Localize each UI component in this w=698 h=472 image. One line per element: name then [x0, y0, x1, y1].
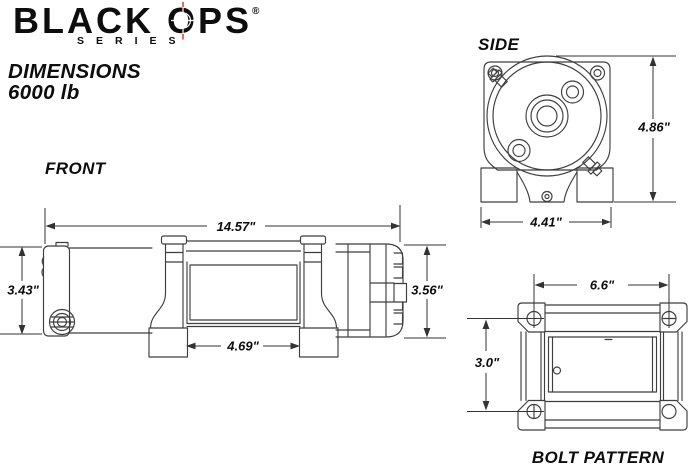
dim-gear-height: 3.56" — [411, 283, 443, 298]
bolt-pattern-dimensions: 6.6" 3.0" — [467, 274, 670, 412]
dim-overall-length: 14.57" — [217, 219, 257, 234]
front-view-drawing — [41, 235, 408, 358]
logo-series-text: SERIES — [77, 35, 188, 47]
title-line1: DIMENSIONS — [8, 60, 141, 83]
logo-black-text: BLACK — [13, 0, 154, 41]
right-support — [298, 235, 339, 358]
side-view-dimensions: 4.86" 4.41" — [480, 55, 676, 230]
front-view-dimensions: 3.43" 14.57" 4.69" 3.56" — [0, 205, 446, 354]
registered-trademark: ® — [252, 6, 260, 17]
ops-crosshair-icon — [171, 2, 195, 40]
dim-bolt-spacing-width: 6.6" — [590, 278, 615, 293]
brand-logo: BLACK OPS ® SERIES — [13, 0, 260, 47]
dim-side-height: 4.86" — [637, 120, 670, 135]
bolt-hole-bottom-right — [661, 403, 677, 420]
title-line2-capacity: 6000 lb — [8, 81, 80, 104]
front-view-label: FRONT — [45, 159, 107, 178]
dim-motor-height: 3.43" — [7, 283, 39, 298]
page-title: DIMENSIONS 6000 lb — [8, 60, 141, 104]
left-support — [148, 235, 189, 358]
dim-drum-width: 4.69" — [226, 339, 259, 354]
side-view-label: SIDE — [478, 35, 520, 54]
dim-side-width: 4.41" — [529, 215, 562, 230]
dim-bolt-spacing-height: 3.0" — [475, 355, 500, 370]
side-view-drawing — [480, 55, 614, 203]
bolt-pattern-label: BOLT PATTERN — [532, 448, 665, 467]
bolt-pattern-drawing — [517, 302, 688, 431]
